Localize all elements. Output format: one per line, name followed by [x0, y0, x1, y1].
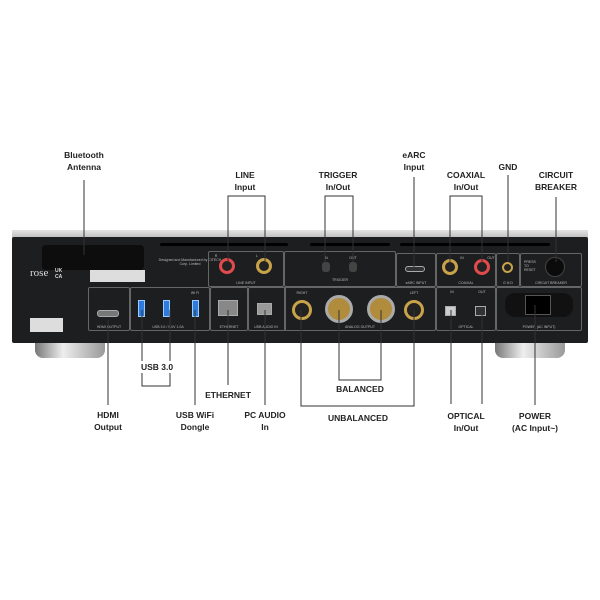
xlr-right[interactable] — [325, 295, 353, 323]
ethernet-section — [210, 287, 248, 331]
trigger-out[interactable] — [349, 262, 357, 272]
gnd-terminal[interactable] — [502, 262, 513, 273]
hdmi-section — [88, 287, 130, 331]
usb-audio-section — [248, 287, 286, 331]
optical-out[interactable] — [475, 306, 486, 316]
wifi-label: WI FI — [190, 291, 200, 295]
hdmi-label: HDMI OUTPUT — [96, 325, 122, 329]
usb-port-2[interactable] — [163, 300, 170, 317]
line-input-l[interactable] — [256, 258, 272, 274]
callout-gnd: GND — [498, 162, 518, 172]
coaxial-section — [436, 253, 496, 287]
breaker-section — [520, 253, 582, 287]
analog-output-section — [284, 287, 436, 331]
ukca-mark: UK CA — [55, 268, 63, 280]
line-input-section — [208, 251, 284, 287]
power-section — [496, 287, 582, 331]
iec-power-inlet[interactable] — [525, 295, 551, 315]
line-input-label: LINE INPUT — [236, 281, 256, 285]
ethernet-label: ETHERNET — [219, 325, 239, 329]
line-input-r[interactable] — [219, 258, 235, 274]
optical-section — [436, 287, 496, 331]
trigger-section — [284, 251, 396, 287]
callout-power: POWER(AC Input~) — [511, 411, 559, 433]
brand-logo: rose — [30, 267, 49, 279]
earc-port[interactable] — [405, 266, 425, 272]
callout-usb3: USB 3.0 — [138, 361, 176, 373]
usb-audio-label: USB AUDIO IN — [254, 325, 278, 329]
callout-unbalanced: UNBALANCED — [328, 413, 388, 423]
hdmi-port[interactable] — [97, 310, 119, 317]
callout-balanced: BALANCED — [336, 384, 384, 394]
trigger-in[interactable] — [322, 262, 330, 272]
foot-right — [495, 340, 565, 358]
maker-text: Designed and Manufactured by CITECH Corp… — [158, 258, 222, 266]
callout-ethernet: ETHERNET — [205, 390, 251, 400]
bluetooth-antenna — [42, 245, 144, 270]
foot-left — [35, 340, 105, 358]
usb-label: USB 3.0 / 5.0V 1.0A — [152, 325, 184, 329]
circuit-breaker-button[interactable] — [545, 257, 565, 277]
earc-section — [396, 253, 436, 287]
device-top — [12, 230, 588, 239]
rca-right[interactable] — [292, 300, 312, 320]
